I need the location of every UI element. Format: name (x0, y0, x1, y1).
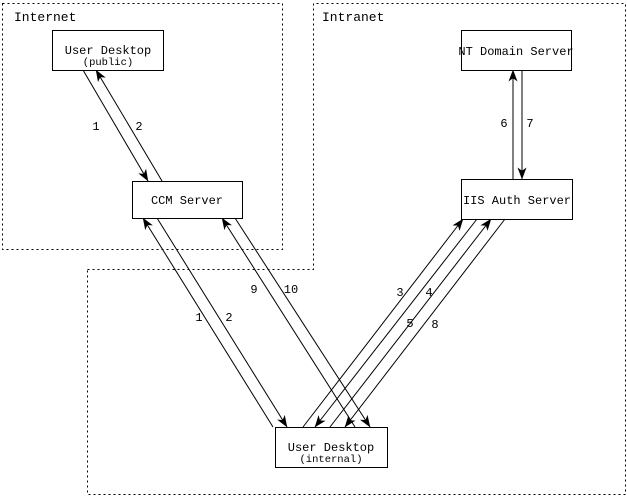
intranet-region-label: Intranet (322, 10, 384, 25)
node-ccm-server-box (132, 181, 243, 219)
arrow-ccm-to-internal (156, 217, 288, 428)
node-nt-domain-server-title: NT Domain Server (458, 45, 573, 59)
arrow-label-ccm-to-public: 2 (135, 120, 142, 134)
arrow-internal-to-iis-a (302, 218, 464, 428)
node-user-desktop-public-box (52, 30, 164, 71)
arrow-label-internal-to-ccm: 1 (195, 311, 202, 325)
arrow-ccm-to-internal-alt (234, 217, 371, 428)
node-user-desktop-public-subtitle: (public) (83, 57, 133, 69)
node-user-desktop-internal-box (275, 427, 388, 468)
internet-region-outline (2, 3, 283, 250)
arrow-label-internal-to-iis-b: 5 (406, 317, 413, 331)
arrow-label-ccm-to-internal: 2 (225, 311, 232, 325)
intranet-region-outline (87, 3, 626, 495)
node-user-desktop-public-title: User Desktop (65, 44, 151, 58)
node-user-desktop-internal-title: User Desktop (288, 441, 374, 455)
arrow-public-to-ccm (82, 69, 149, 182)
arrow-label-nt-to-iis: 7 (526, 117, 533, 131)
node-ccm-server-title: CCM Server (151, 194, 223, 208)
arrow-label-internal-to-ccm-alt: 9 (250, 283, 257, 297)
node-iis-auth-server-box (461, 179, 573, 220)
internet-region-label: Internet (14, 10, 76, 25)
node-ccm-server: CCM Server (132, 181, 243, 219)
arrow-internal-to-ccm-alt (221, 217, 356, 428)
node-nt-domain-server: NT Domain Server (458, 30, 574, 71)
node-user-desktop-public: User Desktop (public) (52, 30, 164, 71)
arrow-iis-to-internal-a (314, 218, 478, 428)
node-iis-auth-server: IIS Auth Server (461, 179, 573, 220)
arrow-ccm-to-public (95, 69, 163, 182)
arrow-label-iis-to-internal-a: 4 (425, 286, 432, 300)
arrow-label-public-to-ccm: 1 (92, 120, 99, 134)
node-user-desktop-internal: User Desktop (internal) (275, 427, 388, 468)
node-user-desktop-internal-subtitle: (internal) (299, 454, 362, 466)
node-iis-auth-server-title: IIS Auth Server (463, 194, 571, 208)
arrow-label-internal-to-iis-a: 3 (396, 286, 403, 300)
arrow-label-iis-to-nt: 6 (500, 117, 507, 131)
node-nt-domain-server-box (461, 30, 572, 71)
arrow-label-iis-to-internal-b: 8 (431, 318, 438, 332)
arrow-internal-to-ccm (142, 217, 274, 428)
arrow-label-ccm-to-internal-alt: 10 (284, 283, 298, 297)
arrow-iis-to-internal-b (344, 218, 506, 428)
arrow-internal-to-iis-b (329, 218, 492, 428)
